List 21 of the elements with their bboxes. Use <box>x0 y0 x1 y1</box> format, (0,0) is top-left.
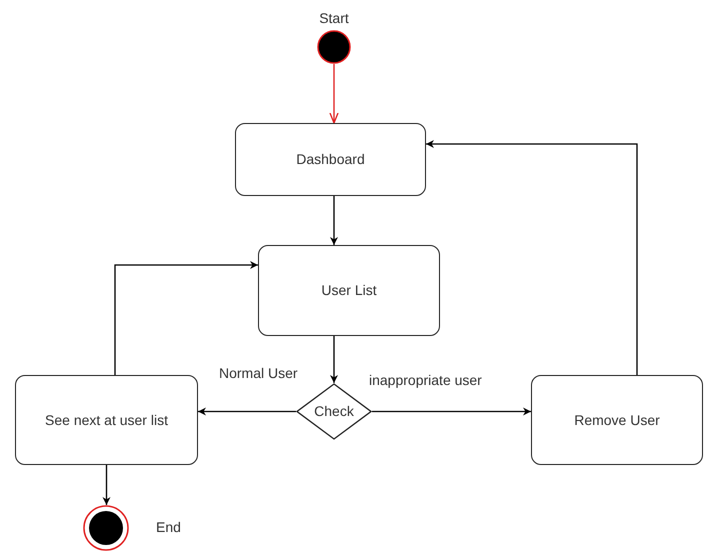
state-box <box>531 375 703 465</box>
arrow <box>330 196 338 245</box>
arrow <box>330 336 338 383</box>
arrow <box>102 465 110 505</box>
state-box <box>258 245 440 336</box>
node-label: Check <box>314 403 354 420</box>
node-label: Start <box>319 10 349 27</box>
end-node <box>83 505 129 551</box>
state-box <box>235 123 426 196</box>
decision-diamond <box>296 383 372 440</box>
node-label: Remove User <box>574 412 660 428</box>
state-box <box>15 375 198 465</box>
arrow <box>329 64 339 124</box>
arrow <box>372 408 531 416</box>
node-label: User List <box>321 282 377 299</box>
edge-label: inappropriate user <box>367 372 484 389</box>
node-label: See next at user list <box>45 412 168 428</box>
arrow <box>198 408 296 416</box>
node-label: Dashboard <box>296 151 365 168</box>
arrow <box>114 261 258 375</box>
arrow <box>426 140 638 375</box>
